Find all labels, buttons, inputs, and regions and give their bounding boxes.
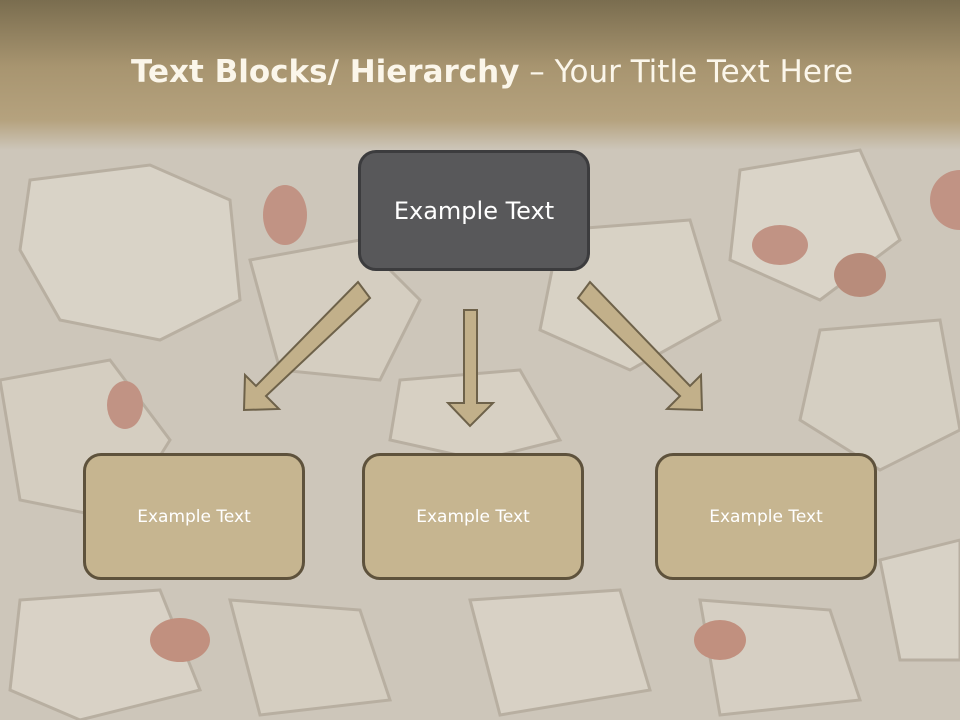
- top-text-block-label: Example Text: [393, 196, 555, 225]
- arrow-right: [576, 280, 704, 412]
- title-separator: –: [519, 54, 555, 90]
- child-text-block-1[interactable]: Example Text: [83, 453, 305, 580]
- arrow-left: [242, 280, 372, 412]
- slide-title: Text Blocks/ Hierarchy – Your Title Text…: [0, 54, 960, 90]
- title-regular-part: Your Title Text Here: [554, 54, 854, 90]
- title-bold-part: Text Blocks/ Hierarchy: [130, 54, 520, 90]
- child-text-block-1-label: Example Text: [137, 506, 251, 527]
- child-text-block-2-label: Example Text: [416, 506, 530, 527]
- child-text-block-2[interactable]: Example Text: [362, 453, 584, 580]
- title-band: [0, 0, 960, 150]
- child-text-block-3-label: Example Text: [709, 506, 823, 527]
- top-text-block[interactable]: Example Text: [358, 150, 590, 271]
- child-text-block-3[interactable]: Example Text: [655, 453, 877, 580]
- arrow-center: [445, 309, 496, 428]
